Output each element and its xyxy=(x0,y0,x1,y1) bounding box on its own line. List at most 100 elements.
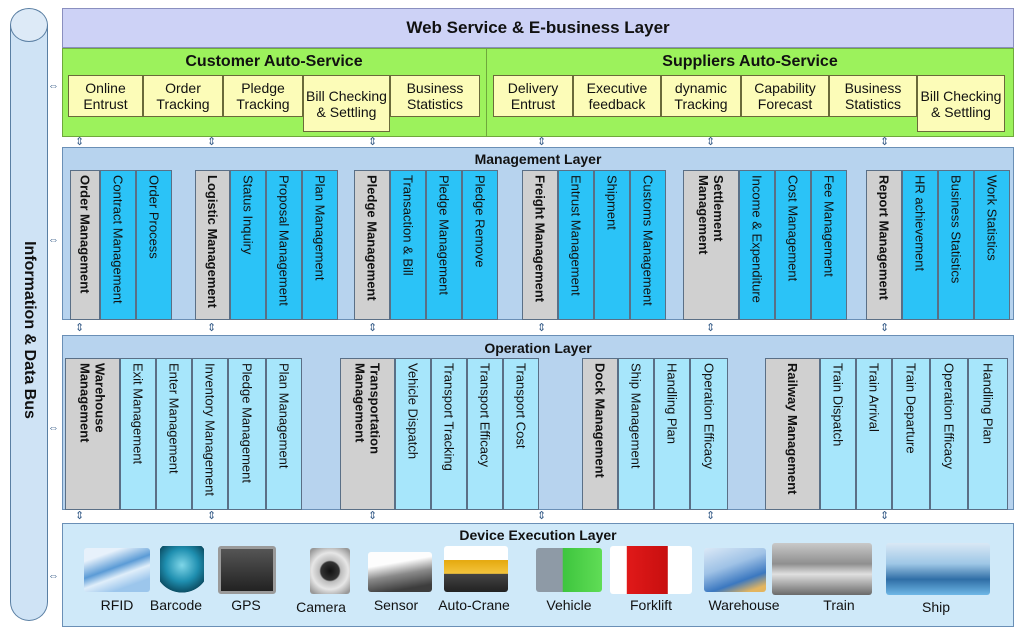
bus-arrow-icon: ⇔ xyxy=(48,570,59,582)
operation-group-head[interactable]: Warehouse Management xyxy=(65,358,120,510)
operation-sub-item[interactable]: Operation Efficacy xyxy=(690,358,728,510)
management-sub-label: Cost Management xyxy=(785,175,801,282)
management-sub-item[interactable]: Business Statistics xyxy=(938,170,974,320)
layer-arrow-icon: ⇕ xyxy=(880,136,890,148)
management-sub-label: Income & Expenditure xyxy=(749,175,765,303)
supplier-service-item[interactable]: Business Statistics xyxy=(829,75,917,117)
operation-sub-item[interactable]: Transport Tracking xyxy=(431,358,467,510)
layer-arrow-icon: ⇕ xyxy=(207,136,217,148)
customer-service-item[interactable]: Bill Checking & Settling xyxy=(303,75,390,132)
operation-sub-item[interactable]: Train Dispatch xyxy=(820,358,856,510)
operation-sub-label: Transport Tracking xyxy=(441,363,457,471)
operation-sub-label: Pledge Management xyxy=(239,363,255,483)
operation-group-head-label: Railway Management xyxy=(785,363,800,495)
management-group-head[interactable]: Report Management xyxy=(866,170,902,320)
management-sub-item[interactable]: Contract Management xyxy=(100,170,136,320)
management-sub-item[interactable]: Proposal Management xyxy=(266,170,302,320)
operation-sub-item[interactable]: Inventory Management xyxy=(192,358,228,510)
device-label: GPS xyxy=(231,597,261,613)
layer-arrow-icon: ⇕ xyxy=(207,322,217,334)
customer-service-label: Bill Checking & Settling xyxy=(306,87,387,120)
operation-group-head[interactable]: Dock Management xyxy=(582,358,618,510)
management-sub-item[interactable]: Order Process xyxy=(136,170,172,320)
management-sub-label: Status Inquiry xyxy=(240,175,256,255)
supplier-service-item[interactable]: Delivery Entrust xyxy=(493,75,573,117)
management-sub-item[interactable]: Pledge Management xyxy=(426,170,462,320)
operation-sub-item[interactable]: Pledge Management xyxy=(228,358,266,510)
management-group-head-label: Settlement Management xyxy=(696,175,726,255)
supplier-service-item[interactable]: dynamic Tracking xyxy=(661,75,741,117)
data-bus-label: Information & Data Bus xyxy=(21,241,38,419)
operation-sub-label: Train Arrival xyxy=(866,363,882,432)
customer-auto-service-title: Customer Auto-Service xyxy=(185,53,363,70)
management-sub-item[interactable]: Transaction & Bill xyxy=(390,170,426,320)
data-bus-cylinder xyxy=(10,25,48,621)
layer-arrow-icon: ⇕ xyxy=(706,136,716,148)
management-group-head[interactable]: Settlement Management xyxy=(683,170,739,320)
management-sub-label: Transaction & Bill xyxy=(400,175,416,276)
auto-service-divider xyxy=(486,48,487,137)
layer-arrow-icon: ⇕ xyxy=(75,510,85,522)
supplier-service-label: Delivery Entrust xyxy=(507,80,559,112)
management-sub-item[interactable]: Income & Expenditure xyxy=(739,170,775,320)
management-sub-label: Work Statistics xyxy=(984,175,1000,261)
operation-sub-item[interactable]: Handling Plan xyxy=(968,358,1008,510)
operation-group-head-label: Dock Management xyxy=(592,363,608,478)
operation-group-head[interactable]: Railway Management xyxy=(765,358,820,510)
operation-sub-item[interactable]: Ship Management xyxy=(618,358,654,510)
operation-sub-label: Transport Cost xyxy=(513,363,529,449)
management-sub-item[interactable]: Cost Management xyxy=(775,170,811,320)
operation-sub-label: Vehicle Dispatch xyxy=(405,363,421,460)
operation-group-head-label: Transportation Management xyxy=(352,363,383,455)
device-label: Barcode xyxy=(149,597,203,613)
operation-sub-item[interactable]: Train Departure xyxy=(892,358,930,510)
bus-arrow-icon: ⇔ xyxy=(48,234,59,246)
layer-arrow-icon: ⇕ xyxy=(537,322,547,334)
operation-sub-item[interactable]: Handling Plan xyxy=(654,358,690,510)
management-sub-item[interactable]: Pledge Remove xyxy=(462,170,498,320)
operation-group-head[interactable]: Transportation Management xyxy=(340,358,395,510)
customer-service-item[interactable]: Order Tracking xyxy=(143,75,223,117)
management-sub-item[interactable]: Fee Management xyxy=(811,170,847,320)
management-sub-item[interactable]: Work Statistics xyxy=(974,170,1010,320)
barcode-scanner-icon xyxy=(160,546,204,594)
management-sub-item[interactable]: Entrust Management xyxy=(558,170,594,320)
management-group-head-label: Report Management xyxy=(876,175,892,300)
operation-sub-item[interactable]: Transport Efficacy xyxy=(467,358,503,510)
operation-sub-label: Handling Plan xyxy=(980,363,996,444)
operation-sub-label: Train Departure xyxy=(903,363,919,454)
operation-sub-label: Train Dispatch xyxy=(830,363,846,447)
management-sub-label: Business Statistics xyxy=(948,175,964,284)
management-group-head[interactable]: Freight Management xyxy=(522,170,558,320)
operation-sub-item[interactable]: Enter Management xyxy=(156,358,192,510)
device-label: Ship xyxy=(921,599,951,615)
supplier-service-item[interactable]: Bill Checking & Settling xyxy=(917,75,1005,132)
management-layer-title: Management Layer xyxy=(474,151,602,167)
management-group-head-label: Order Management xyxy=(77,175,93,294)
operation-sub-item[interactable]: Exit Management xyxy=(120,358,156,510)
management-sub-item[interactable]: Status Inquiry xyxy=(230,170,266,320)
management-sub-label: Proposal Management xyxy=(276,175,292,306)
customer-service-item[interactable]: Business Statistics xyxy=(390,75,480,117)
rfid-icon xyxy=(84,548,150,592)
operation-sub-label: Exit Management xyxy=(130,363,146,465)
management-sub-item[interactable]: Plan Management xyxy=(302,170,338,320)
management-sub-item[interactable]: HR achievement xyxy=(902,170,938,320)
operation-sub-label: Operation Efficacy xyxy=(701,363,717,469)
customer-service-label: Order Tracking xyxy=(156,80,210,112)
management-group-head[interactable]: Order Management xyxy=(70,170,100,320)
operation-sub-item[interactable]: Train Arrival xyxy=(856,358,892,510)
management-sub-item[interactable]: Customs Management xyxy=(630,170,666,320)
customer-service-item[interactable]: Online Entrust xyxy=(68,75,143,117)
management-sub-item[interactable]: Shipment xyxy=(594,170,630,320)
supplier-service-item[interactable]: Executive feedback xyxy=(573,75,661,117)
operation-sub-item[interactable]: Plan Management xyxy=(266,358,302,510)
management-group-head[interactable]: Logistic Management xyxy=(195,170,230,320)
operation-sub-item[interactable]: Operation Efficacy xyxy=(930,358,968,510)
management-group-head[interactable]: Pledge Management xyxy=(354,170,390,320)
supplier-service-item[interactable]: Capability Forecast xyxy=(741,75,829,117)
sensor-icon xyxy=(368,552,432,592)
operation-sub-item[interactable]: Vehicle Dispatch xyxy=(395,358,431,510)
customer-service-item[interactable]: Pledge Tracking xyxy=(223,75,303,117)
operation-sub-item[interactable]: Transport Cost xyxy=(503,358,539,510)
